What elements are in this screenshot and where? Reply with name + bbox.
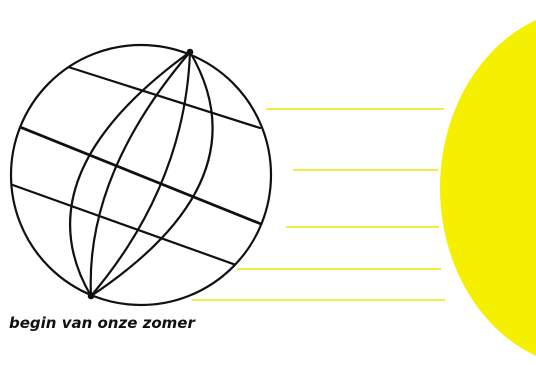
latitude-line bbox=[40, 58, 260, 128]
south-pole-dot bbox=[89, 294, 93, 298]
north-pole-dot bbox=[188, 50, 192, 54]
equator-line bbox=[10, 123, 266, 226]
meridian-line bbox=[70, 52, 190, 296]
diagram-caption: begin van onze zomer bbox=[9, 314, 195, 332]
earth-globe-icon bbox=[10, 45, 271, 305]
sun-rays bbox=[192, 109, 445, 300]
meridian-line bbox=[91, 52, 213, 296]
latitude-line bbox=[10, 184, 250, 270]
sun-icon bbox=[440, 8, 536, 365]
